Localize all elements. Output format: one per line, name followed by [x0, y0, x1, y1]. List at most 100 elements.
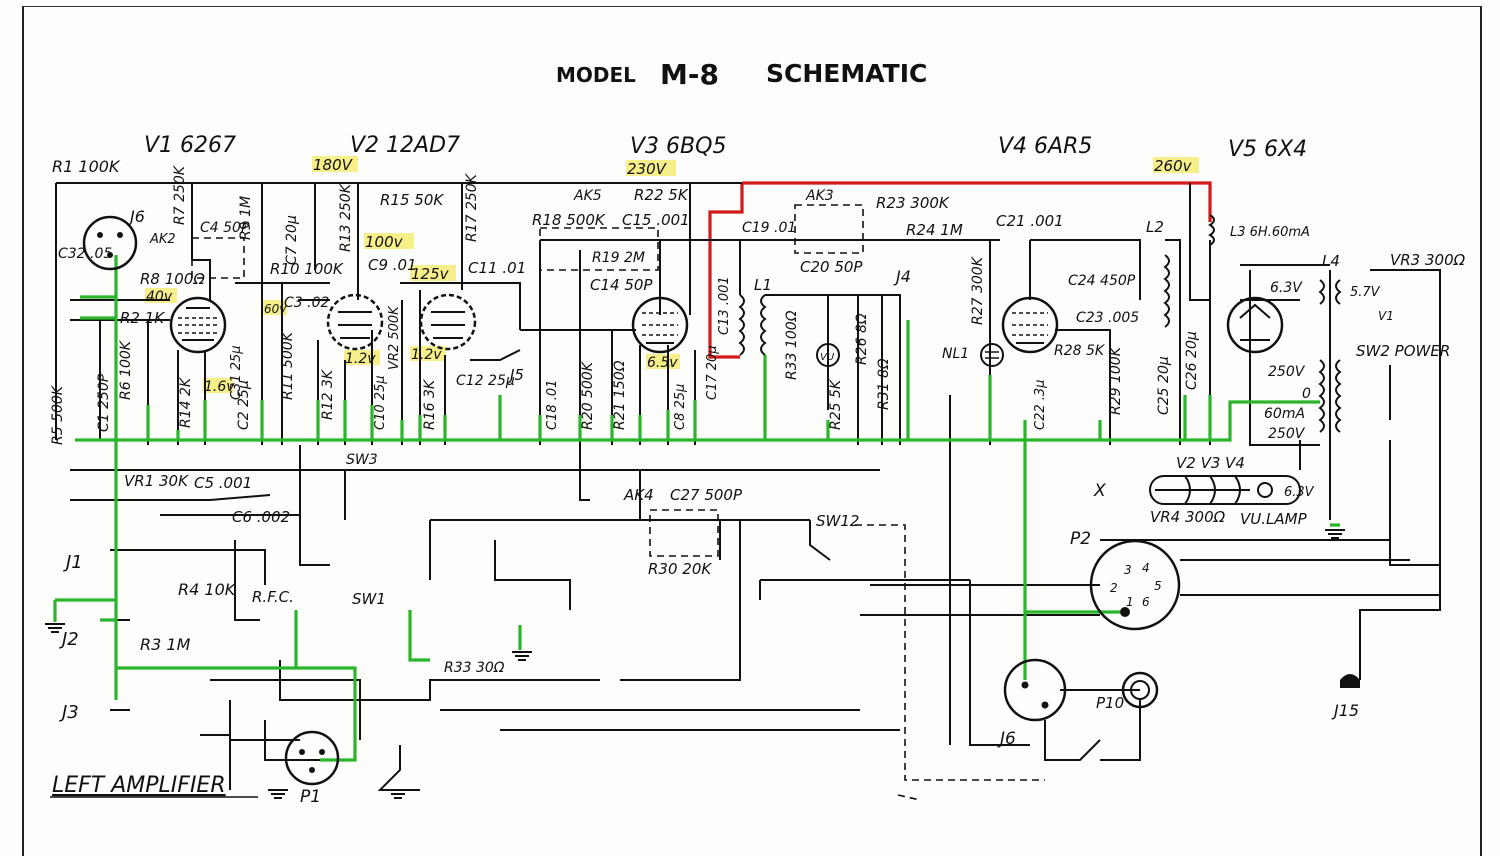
label-ak5: AK5 [573, 188, 602, 204]
label-c2: C2 25µ [236, 380, 252, 430]
label-v1-lamp: V1 [1378, 309, 1394, 323]
label-c14: C14 50P [590, 276, 653, 294]
caption-left-amplifier: LEFT AMPLIFIER [52, 773, 226, 798]
label-j5: J5 [507, 366, 524, 384]
label-c24: C24 450P [1068, 273, 1136, 289]
label-r22: R22 5K [634, 186, 689, 204]
label-c7: C7 20µ [284, 215, 300, 265]
label-r5: R5 500K [50, 384, 66, 445]
label-ak2: AK2 [149, 232, 176, 247]
label-c21: C21 .001 [996, 212, 1064, 230]
label-r29: R29 100K [1108, 345, 1124, 415]
label-c32: C32 .05 [58, 246, 112, 262]
label-p2: P2 [1070, 529, 1091, 549]
label-c17: C17 20µ [705, 345, 720, 400]
label-l1: L1 [754, 276, 772, 294]
label-r26: R26 8Ω [854, 313, 870, 365]
label-c8: C8 25µ [673, 384, 688, 430]
label-rfc: R.F.C. [252, 588, 294, 606]
label-r1: R1 100K [52, 157, 121, 176]
label-r13: R13 250K [338, 182, 354, 252]
neon-lamp-nl1 [980, 343, 1004, 367]
label-x: X [1093, 481, 1106, 501]
label-r23: R23 300K [876, 194, 950, 212]
label-r33: R33 100Ω [784, 310, 800, 380]
tube-label-v4: V4 6AR5 [998, 134, 1092, 159]
label-c23: C23 .005 [1076, 310, 1139, 326]
label-r30: R30 20K [648, 560, 712, 578]
label-sw1: SW1 [352, 590, 386, 608]
label-c27: C27 500P [670, 486, 743, 504]
label-vr3: VR3 300Ω [1390, 251, 1466, 269]
label-sw2: SW2 POWER [1356, 342, 1450, 360]
label-c18: C18 .01 [545, 380, 560, 430]
voltage-260v: 260v [1154, 157, 1193, 175]
label-250v-bottom: 250V [1268, 426, 1306, 442]
label-60ma: 60mA [1264, 406, 1305, 422]
label-r15: R15 50K [380, 191, 444, 209]
label-c9: C9 .01 [368, 256, 417, 274]
label-sw12: SW12 [816, 512, 859, 530]
label-ak3: AK3 [805, 188, 834, 204]
label-r8: R8 100Ω [140, 270, 205, 288]
label-ak4: AK4 [623, 486, 654, 504]
coils [738, 214, 1342, 520]
label-c19: C19 .01 [742, 220, 796, 236]
tube-v2b [419, 293, 477, 351]
label-j3: J3 [59, 702, 79, 723]
tube-v3 [631, 296, 689, 354]
label-j6-lower: J6 [997, 729, 1016, 749]
p2-pin-3: 3 [1124, 563, 1132, 577]
wiring [55, 182, 1441, 791]
label-r19: R19 2M [592, 250, 645, 266]
label-r4: R4 10K [178, 580, 237, 599]
label-c3: C3 .02 [284, 295, 329, 311]
label-l2: L2 [1146, 218, 1164, 236]
label-c4: C4 50P [200, 220, 250, 236]
power-plug-j15 [1340, 674, 1360, 688]
p2-pin-4: 4 [1142, 561, 1150, 575]
label-sw3: SW3 [346, 452, 378, 468]
page-border [22, 6, 1482, 856]
label-c22: C22 .3µ [1033, 380, 1048, 430]
label-c15: C15 .001 [622, 211, 690, 229]
voltage-1.6v: 1.6v [204, 379, 235, 395]
label-c1: C1 250P [96, 373, 112, 432]
voltage-125v: 125v [411, 265, 450, 283]
label-c25: C25 20µ [1156, 356, 1172, 415]
vu-lamp-harness [1149, 475, 1301, 505]
label-0v: 0 [1302, 386, 1311, 402]
label-c10: C10 25µ [373, 375, 388, 430]
label-r25: R25 5K [828, 378, 844, 430]
p2-pin-1: 1 [1126, 595, 1134, 609]
tube-label-v2: V2 12AD7 [350, 133, 460, 158]
label-c11: C11 .01 [468, 259, 526, 277]
title-model-number: M-8 [660, 58, 719, 91]
label-r7: R7 250K [172, 164, 188, 225]
voltage-40v: 40v [146, 289, 173, 305]
label-vr1: VR1 30K [124, 472, 189, 490]
tube-v5 [1226, 296, 1284, 354]
dashed-links [191, 204, 1045, 801]
label-p1: P1 [300, 787, 321, 807]
voltage-230v: 230V [627, 160, 668, 178]
label-250v-top: 250V [1268, 364, 1306, 380]
plug-p1 [284, 730, 340, 786]
p2-pin-5: 5 [1154, 579, 1162, 593]
voltage-6.5v: 6.5v [647, 355, 678, 371]
label-p10: P10 [1096, 694, 1124, 712]
voltage-180v: 180V [313, 156, 354, 174]
voltage-1.2v-v2a: 1.2v [345, 351, 376, 367]
label-nl1: NL1 [942, 346, 969, 362]
label-r31: R31 8Ω [876, 358, 892, 410]
label-r9: R9 1M [238, 196, 254, 240]
label-c31: C31 25µ [229, 345, 244, 400]
ground-bus [53, 255, 1340, 762]
label-c13: C13 .001 [717, 276, 732, 335]
voltage-annotations: 180V 100v 125v 230V 260v 40v 1.2v 1.2v 6… [145, 156, 1199, 395]
component-labels: R1 100K R2 1K R3 1M R4 10K R5 500K R6 10… [50, 157, 1466, 807]
jack-j6-lower [1003, 658, 1067, 722]
label-r21: R21 150Ω [612, 360, 628, 430]
